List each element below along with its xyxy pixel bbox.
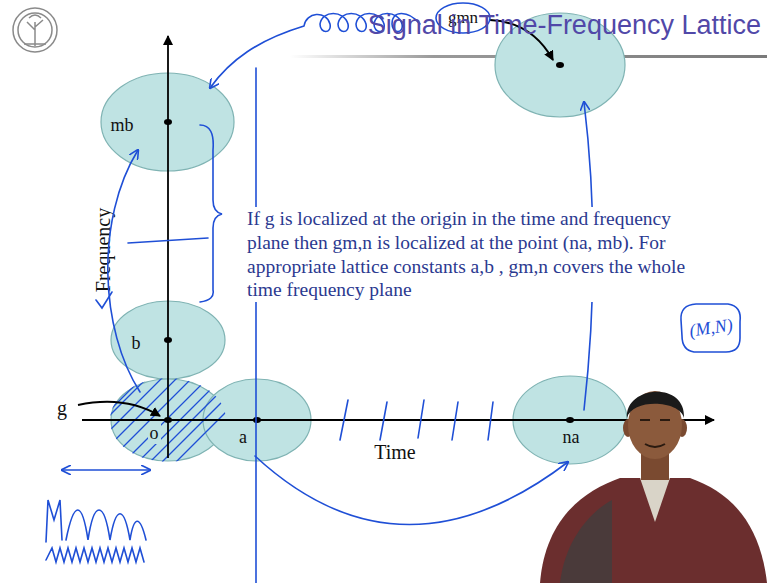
cell-outline — [512, 375, 628, 465]
handwriting — [340, 400, 493, 440]
cell-outline — [202, 378, 312, 462]
lattice-label: o — [148, 424, 161, 444]
cell-ellipse — [513, 376, 627, 464]
cell-ellipse — [101, 73, 234, 171]
lattice-label: b — [130, 334, 143, 354]
lattice-label: mb — [108, 116, 135, 136]
lattice-points — [253, 417, 261, 423]
cell-ellipse — [203, 379, 311, 461]
handwriting — [46, 500, 62, 542]
hatching — [105, 375, 230, 462]
lattice-points — [164, 417, 172, 423]
lattice-points — [164, 119, 172, 125]
pointer-arrows — [78, 402, 160, 416]
lattice-cell: b — [110, 300, 226, 380]
lattice-label: a — [237, 428, 249, 448]
handwriting — [46, 3, 740, 583]
cell-text-holder: o — [148, 424, 161, 444]
presenter-video — [627, 392, 684, 418]
explanation-text: If g is localized at the origin in the t… — [245, 207, 717, 302]
presenter-video — [640, 420, 670, 447]
slide-title: Signal in Time-Frequency Lattice — [368, 10, 761, 41]
axes — [82, 419, 714, 421]
handwriting — [681, 304, 740, 352]
cell-text-holder: mb — [108, 116, 135, 136]
presenter-video — [640, 478, 670, 522]
presenter-video — [560, 500, 612, 583]
presenter-video — [540, 391, 767, 583]
hatching — [105, 375, 230, 462]
handwriting — [200, 125, 222, 302]
lattice-cell: na — [512, 375, 628, 465]
lattice-cell: mb — [100, 72, 235, 172]
handwriting — [46, 548, 144, 562]
axis-label: Time — [372, 441, 418, 464]
institute-logo — [18, 13, 52, 47]
presenter-video — [641, 450, 669, 480]
lattice-points — [556, 62, 564, 68]
presenter-video — [540, 478, 767, 583]
lattice-points — [566, 417, 574, 423]
function-label: g — [55, 397, 69, 420]
handwriting — [96, 292, 112, 308]
label-wrap: g — [55, 397, 69, 420]
cell-ellipse — [111, 301, 225, 379]
title-wrap: Signal in Time-Frequency Lattice — [368, 10, 761, 41]
institute-logo — [27, 15, 43, 46]
institute-logo — [13, 8, 57, 52]
cell-text-holder: a — [237, 428, 249, 448]
handwriting — [128, 238, 208, 243]
lattice-cell: a — [202, 378, 312, 462]
cell-outline — [110, 300, 226, 380]
cell-text-holder: na — [561, 428, 582, 448]
label-wrap: Time — [372, 441, 418, 464]
label-wrap: (M,N) — [686, 314, 736, 341]
axes — [167, 36, 169, 458]
lattice-points — [164, 337, 172, 343]
presenter-video — [628, 391, 682, 459]
presenter-video — [677, 419, 687, 437]
axis-label: Frequency — [92, 206, 115, 294]
institute-logo — [13, 8, 57, 52]
presenter-video — [623, 419, 633, 437]
cell-text-holder: b — [130, 334, 143, 354]
institute-logo — [24, 43, 46, 45]
handwriting — [255, 456, 568, 525]
lattice-label: na — [561, 428, 582, 448]
handwriting — [66, 510, 146, 540]
label-wrap: Frequency — [92, 206, 115, 294]
label-wrap: If g is localized at the origin in the t… — [245, 207, 717, 302]
handwritten-note: (M,N) — [686, 314, 736, 341]
handwriting — [255, 68, 257, 583]
handwriting — [62, 469, 150, 471]
